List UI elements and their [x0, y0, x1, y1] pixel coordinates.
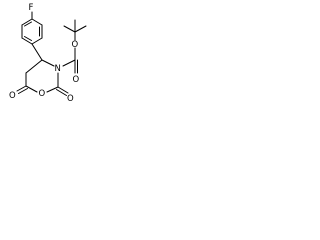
- bond-aryl-1: [21, 18, 33, 26]
- bond-aryl-double-2: [24, 36, 32, 41]
- atom-boc-ester-oxygen: O: [72, 40, 79, 50]
- bond-c6-o-double-a: [16, 85, 27, 92]
- bond-tbu-me-2: [63, 25, 76, 33]
- bond-aryl-3: [21, 37, 33, 45]
- bond-tbu-me-3: [74, 25, 87, 33]
- fluorophenyl-ring: [21, 11, 43, 45]
- bond-aryl-double-1: [24, 21, 32, 27]
- bond-o1-c6: [25, 85, 38, 93]
- bond-c6-o-double-b: [18, 88, 28, 94]
- atom-ring-oxygen: O: [39, 89, 46, 99]
- bond-c2-o-double-b: [56, 89, 67, 96]
- bond-c4-n3: [41, 59, 55, 67]
- bond-n-c-boc: [62, 59, 76, 67]
- molecule-structure: F N O O O O O: [9, 3, 87, 104]
- oxazinane-ring: [16, 43, 69, 96]
- bond-aryl-4: [31, 37, 43, 45]
- boc-group: [62, 19, 87, 74]
- atom-ring-carbonyl-oxygen: O: [67, 94, 74, 104]
- atom-boc-carbonyl-oxygen: O: [73, 75, 80, 85]
- atom-nitrogen: N: [55, 64, 61, 74]
- bond-c2-o-double-a: [57, 86, 69, 94]
- bond-c5-c4: [25, 59, 43, 74]
- bond-aryl-6: [31, 18, 43, 26]
- atom-lactone-carbonyl-oxygen: O: [9, 91, 16, 101]
- bond-aryl-c4: [31, 43, 43, 61]
- bond-c2-o1: [46, 86, 59, 93]
- atom-fluorine: F: [29, 3, 34, 13]
